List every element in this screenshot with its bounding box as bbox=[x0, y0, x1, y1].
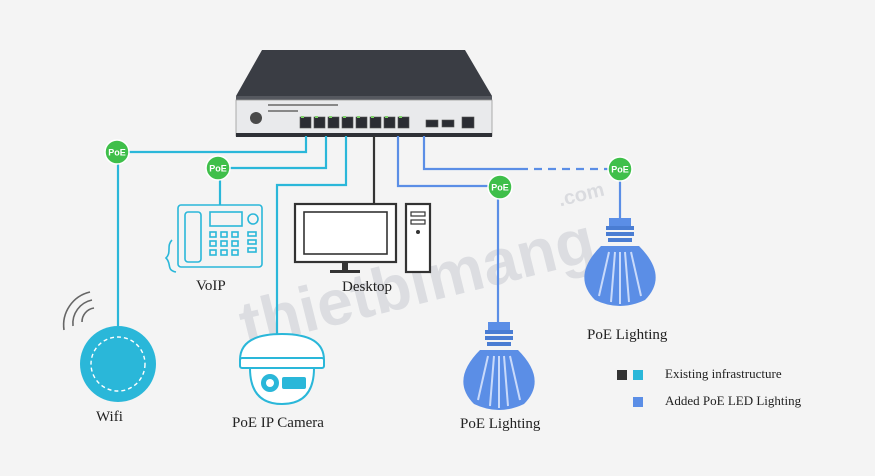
svg-text:PoE: PoE bbox=[491, 183, 509, 193]
desktop-icon bbox=[293, 202, 432, 274]
lighting-right-label: PoE Lighting bbox=[587, 327, 668, 343]
voip-label: VoIP bbox=[196, 278, 226, 294]
wifi-label: Wifi bbox=[96, 409, 123, 425]
added-cables bbox=[396, 136, 622, 322]
voip-phone-icon bbox=[164, 204, 263, 273]
wifi-cable bbox=[116, 136, 308, 340]
led-bulb-icon-bottom bbox=[463, 322, 535, 410]
legend-existing-label: Existing infrastructure bbox=[665, 366, 782, 381]
wifi-access-point-icon bbox=[62, 291, 156, 402]
camera-label: PoE IP Camera bbox=[232, 415, 324, 431]
poe-badges: PoE PoE PoE PoE bbox=[104, 139, 633, 200]
led-bulb-icon-right bbox=[584, 218, 656, 306]
poe-switch bbox=[235, 50, 493, 137]
voip-cable bbox=[218, 136, 328, 205]
legend-added-label: Added PoE LED Lighting bbox=[665, 393, 802, 408]
poe-badge-voip: PoE bbox=[205, 155, 231, 181]
ip-camera-icon bbox=[238, 332, 326, 406]
legend-swatch-added bbox=[633, 397, 643, 407]
lighting-bottom-label: PoE Lighting bbox=[460, 416, 541, 432]
svg-text:PoE: PoE bbox=[108, 148, 126, 158]
wifi-signal-icon bbox=[62, 291, 95, 331]
legend-swatch-existing-dark bbox=[617, 370, 627, 380]
lighting-right-cable bbox=[422, 136, 520, 171]
existing-cables bbox=[116, 136, 376, 340]
poe-badge-wifi: PoE bbox=[104, 139, 130, 165]
legend-swatch-existing-cyan bbox=[633, 370, 643, 380]
poe-badge-lighting-bottom: PoE bbox=[487, 174, 513, 200]
poe-badge-lighting-right: PoE bbox=[607, 156, 633, 182]
svg-text:PoE: PoE bbox=[209, 164, 227, 174]
desktop-label: Desktop bbox=[342, 279, 392, 295]
camera-cable bbox=[275, 136, 348, 335]
svg-text:PoE: PoE bbox=[611, 165, 629, 175]
lighting-bottom-cable bbox=[396, 136, 500, 322]
